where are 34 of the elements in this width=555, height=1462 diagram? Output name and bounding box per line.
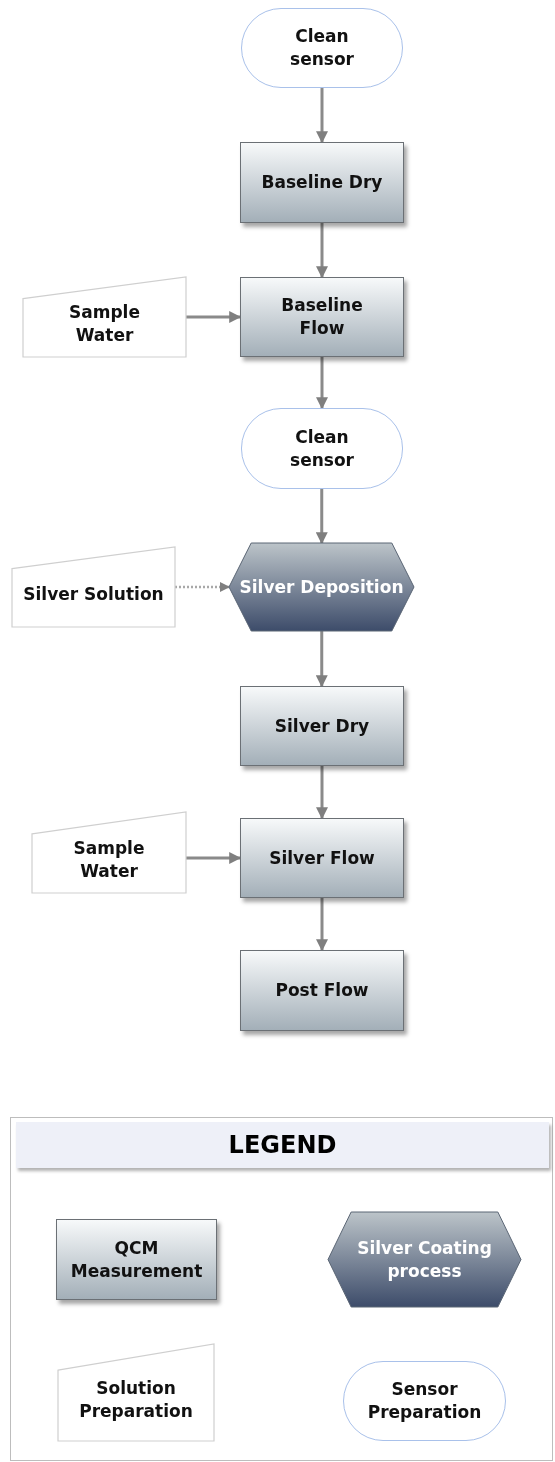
manual-input-shape xyxy=(23,277,186,357)
arrow xyxy=(316,223,328,279)
arrow xyxy=(316,898,328,952)
manual-input-shape xyxy=(32,812,186,893)
node-text: Silver Solution xyxy=(23,582,164,606)
arrow xyxy=(316,357,328,410)
node-text: Sample Water xyxy=(68,301,141,347)
legend-text: QCM Measurement xyxy=(69,1236,204,1283)
legend-text: Sensor Preparation xyxy=(366,1378,483,1424)
process-box xyxy=(240,142,404,223)
node-text: Silver Deposition xyxy=(239,575,404,599)
legend-text: Solution Preparation xyxy=(78,1376,194,1423)
node-text: Silver Dry xyxy=(274,714,370,738)
node-text: Silver Flow xyxy=(269,846,375,870)
node-text: Clean sensor xyxy=(289,425,355,472)
process-box xyxy=(240,686,404,766)
arrow xyxy=(315,631,328,688)
node-text: Post Flow xyxy=(275,979,369,1002)
node-text: Baseline Flow xyxy=(280,294,364,340)
node-text: Sample Water xyxy=(72,836,146,883)
process-box xyxy=(240,818,404,898)
process-box xyxy=(240,277,404,357)
process-box xyxy=(240,950,404,1031)
node-text: Clean sensor xyxy=(289,25,355,71)
legend-title: LEGEND xyxy=(228,1130,337,1161)
arrow xyxy=(316,88,328,144)
manual-input-shape xyxy=(12,547,175,627)
arrow xyxy=(316,766,328,820)
arrow xyxy=(315,489,328,545)
node-text: Baseline Dry xyxy=(261,171,383,194)
legend-text: Silver Coating process xyxy=(356,1236,493,1283)
preparation-hexagon xyxy=(229,543,414,631)
arrow xyxy=(186,311,242,323)
arrow xyxy=(186,852,242,864)
